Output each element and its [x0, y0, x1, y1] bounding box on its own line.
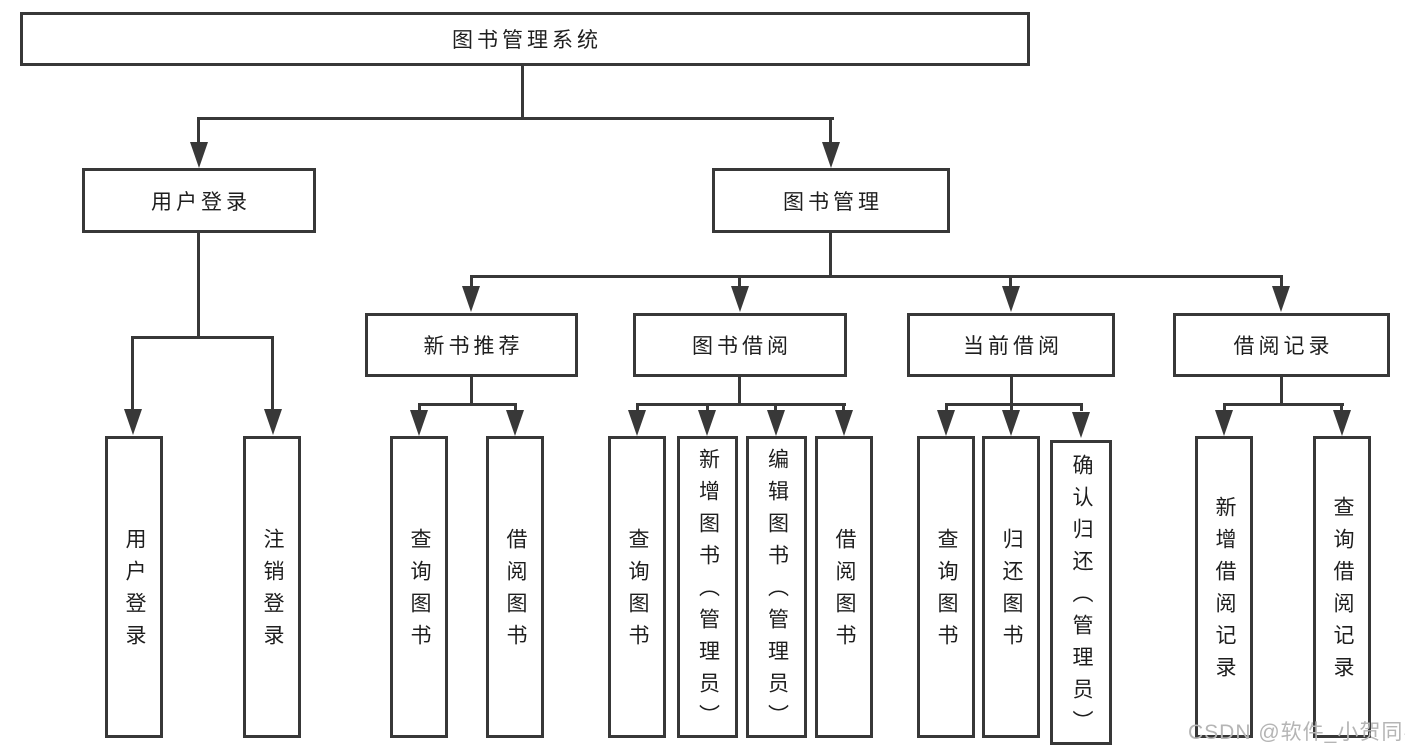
leaf-user-login: 用户登录 — [105, 436, 163, 738]
connector-arrow-icon — [1002, 286, 1020, 312]
leaf-nb-borrow-book: 借阅图书 — [486, 436, 544, 738]
node-user-login: 用户登录 — [82, 168, 316, 233]
connector-line — [197, 120, 200, 142]
connector-line — [521, 66, 524, 117]
connector-line — [738, 278, 741, 286]
connector-line — [1223, 403, 1344, 406]
node-current-borrow-label: 当前借阅 — [963, 335, 1063, 358]
leaf-bb-query-book-label: 查询图书 — [626, 528, 649, 656]
leaf-nb-query-book: 查询图书 — [390, 436, 448, 738]
connector-arrow-icon — [628, 410, 646, 436]
connector-arrow-icon — [1215, 410, 1233, 436]
leaf-cb-query-book-label: 查询图书 — [935, 528, 958, 656]
connector-arrow-icon — [1272, 286, 1290, 312]
connector-arrow-icon — [767, 410, 785, 436]
leaf-bb-borrow-book: 借阅图书 — [815, 436, 873, 738]
leaf-br-query-record-label: 查询借阅记录 — [1331, 496, 1354, 688]
leaf-logout: 注销登录 — [243, 436, 301, 738]
node-root-label: 图书管理系统 — [452, 29, 602, 52]
node-current-borrow: 当前借阅 — [907, 313, 1115, 377]
connector-line — [636, 403, 846, 406]
connector-arrow-icon — [1333, 410, 1351, 436]
connector-line — [1340, 406, 1343, 411]
leaf-br-query-record: 查询借阅记录 — [1313, 436, 1371, 738]
connector-line — [514, 406, 517, 411]
connector-line — [636, 406, 639, 411]
watermark: CSDN @软件_小贺同学 — [1188, 721, 1405, 744]
leaf-br-add-record-label: 新增借阅记录 — [1213, 496, 1236, 688]
connector-arrow-icon — [506, 410, 524, 436]
leaf-nb-query-book-label: 查询图书 — [408, 528, 431, 656]
connector-line — [829, 120, 832, 142]
connector-arrow-icon — [410, 410, 428, 436]
leaf-bb-borrow-book-label: 借阅图书 — [833, 528, 856, 656]
connector-line — [1280, 377, 1283, 403]
connector-arrow-icon — [462, 286, 480, 312]
leaf-nb-borrow-book-label: 借阅图书 — [504, 528, 527, 656]
connector-line — [470, 278, 473, 286]
connector-line — [1010, 377, 1013, 403]
connector-arrow-icon — [190, 142, 208, 168]
connector-line — [1080, 406, 1083, 411]
connector-line — [271, 339, 274, 409]
connector-line — [829, 233, 832, 275]
leaf-bb-edit-book: 编辑图书（管理员） — [746, 436, 807, 738]
connector-line — [418, 406, 421, 411]
leaf-user-login-label: 用户登录 — [123, 528, 146, 656]
connector-line — [738, 377, 741, 403]
connector-line — [131, 336, 274, 339]
connector-arrow-icon — [1002, 410, 1020, 436]
node-new-book-rec: 新书推荐 — [365, 313, 578, 377]
connector-arrow-icon — [731, 286, 749, 312]
leaf-cb-return-book-label: 归还图书 — [1000, 528, 1023, 656]
connector-line — [1009, 278, 1012, 286]
node-book-mgmt: 图书管理 — [712, 168, 950, 233]
node-borrow-record: 借阅记录 — [1173, 313, 1390, 377]
connector-arrow-icon — [822, 142, 840, 168]
leaf-cb-return-book: 归还图书 — [982, 436, 1040, 738]
connector-arrow-icon — [1072, 412, 1090, 438]
connector-line — [131, 339, 134, 409]
leaf-bb-query-book: 查询图书 — [608, 436, 666, 738]
connector-line — [197, 117, 834, 120]
leaf-bb-edit-book-label: 编辑图书（管理员） — [765, 448, 789, 736]
connector-line — [842, 406, 845, 411]
node-book-mgmt-label: 图书管理 — [783, 190, 883, 214]
connector-line — [197, 233, 200, 336]
connector-line — [945, 403, 1083, 406]
leaf-br-add-record: 新增借阅记录 — [1195, 436, 1253, 738]
leaf-logout-label: 注销登录 — [261, 528, 284, 656]
connector-line — [1223, 406, 1226, 411]
node-book-borrow-label: 图书借阅 — [692, 335, 792, 358]
connector-line — [418, 403, 517, 406]
connector-line — [470, 377, 473, 403]
connector-line — [1280, 278, 1283, 286]
node-borrow-record-label: 借阅记录 — [1233, 335, 1334, 358]
connector-arrow-icon — [835, 410, 853, 436]
connector-line — [1010, 406, 1013, 411]
connector-line — [706, 406, 709, 411]
leaf-cb-confirm-return-label: 确认归还（管理员） — [1070, 453, 1093, 742]
connector-arrow-icon — [937, 410, 955, 436]
node-new-book-rec-label: 新书推荐 — [423, 335, 524, 358]
connector-line — [774, 406, 777, 411]
leaf-cb-query-book: 查询图书 — [917, 436, 975, 738]
leaf-bb-add-book: 新增图书（管理员） — [677, 436, 738, 738]
node-book-borrow: 图书借阅 — [633, 313, 847, 377]
connector-arrow-icon — [264, 409, 282, 435]
node-root: 图书管理系统 — [20, 12, 1030, 66]
leaf-cb-confirm-return: 确认归还（管理员） — [1050, 440, 1112, 745]
node-user-login-label: 用户登录 — [151, 190, 251, 214]
connector-line — [945, 406, 948, 411]
connector-arrow-icon — [124, 409, 142, 435]
connector-line — [470, 275, 1283, 278]
connector-arrow-icon — [698, 410, 716, 436]
leaf-bb-add-book-label: 新增图书（管理员） — [696, 448, 720, 736]
